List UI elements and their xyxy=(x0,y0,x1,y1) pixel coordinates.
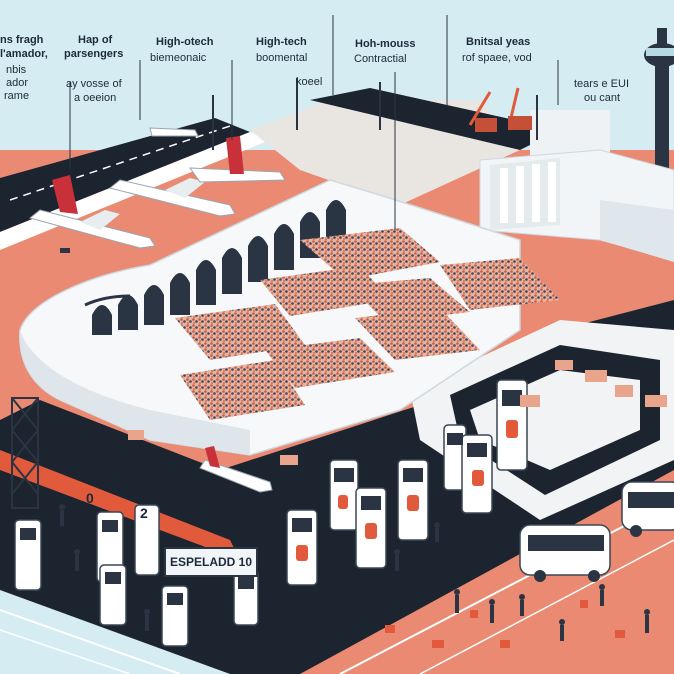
annotation-1-line-1: ns fragh xyxy=(0,34,44,46)
aircraft-5 xyxy=(199,446,273,493)
annotation-lines xyxy=(69,15,559,230)
annotation-1-line-2: l'amador, xyxy=(0,48,48,60)
scaffold-tower xyxy=(11,397,39,509)
cargo-boxes xyxy=(128,360,667,465)
luggage xyxy=(385,600,625,648)
gate-sign-board xyxy=(164,547,258,577)
pillar-sign-a: 0 xyxy=(86,490,94,506)
annotation-3-line-2: biemeonaic xyxy=(150,52,207,64)
annotation-6-line-1: Bnitsal yeas xyxy=(466,36,531,48)
annotation-1-line-4: ador xyxy=(6,77,29,89)
pedestrians xyxy=(59,504,650,641)
crowds xyxy=(175,228,560,420)
annotation-4-line-2: boomental xyxy=(256,52,308,64)
bottom-walkway xyxy=(0,590,230,674)
annotation-2-line-3: ay vosse of xyxy=(66,78,122,90)
aircraft-1 xyxy=(28,175,156,253)
aircraft-3 xyxy=(188,136,286,183)
annotation-7-line-2: ou cant xyxy=(584,92,621,104)
gate-sign-text: ESPELADD 10 xyxy=(170,555,253,569)
kiosk-accents xyxy=(296,420,518,561)
runway-centerline xyxy=(9,125,231,201)
annotation-2-line-2: parsengers xyxy=(64,48,124,60)
bus-2 xyxy=(621,481,674,537)
pillar-sign-b: 2 xyxy=(140,505,148,521)
annotation-5-line-2: Contractial xyxy=(354,53,407,65)
bus-1 xyxy=(519,524,611,582)
annotation-2-line-4: a oeeion xyxy=(74,92,117,104)
annotation-4-line-3: koeel xyxy=(296,76,323,88)
upper-road xyxy=(310,88,560,150)
annotation-5-line-1: Hoh-mouss xyxy=(355,38,416,50)
aircraft-2 xyxy=(108,178,236,217)
annotation-6-line-2: rof spaee, vod xyxy=(462,52,532,64)
control-tower xyxy=(644,28,674,170)
annotation-3-line-1: High-otech xyxy=(156,36,214,48)
annotation-7-line-1: tears e EUI xyxy=(574,78,630,90)
annotation-1-line-3: nbis xyxy=(6,64,27,76)
annotation-1-line-5: rame xyxy=(4,90,30,102)
right-terminal xyxy=(479,149,674,262)
annotation-4-line-1: High-tech xyxy=(256,36,307,48)
kiosk-screens xyxy=(20,390,522,605)
light-poles xyxy=(212,78,538,150)
annotation-2-line-1: Hap of xyxy=(78,34,113,46)
aircraft-4 xyxy=(149,127,199,137)
plaza xyxy=(300,470,674,674)
curb xyxy=(0,450,240,560)
